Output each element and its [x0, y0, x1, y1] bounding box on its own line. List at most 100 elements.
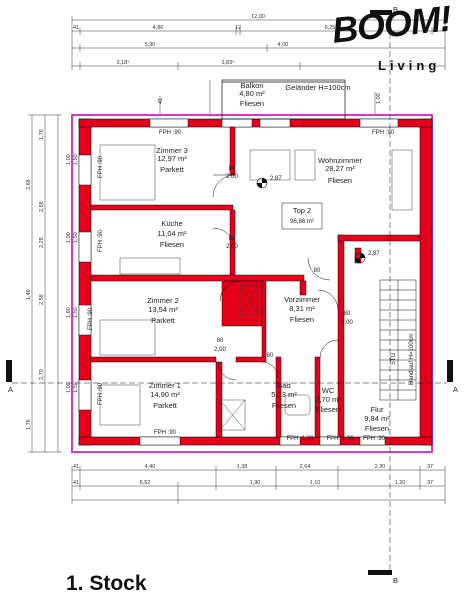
dim-left-6: 2,70 [39, 369, 45, 380]
dim-left-1: 2,68 [26, 179, 32, 190]
win-label-8: 1,50 [73, 382, 79, 393]
dim-bot-4: 2,64 [300, 464, 311, 470]
fph-1: FPH :90 [159, 130, 182, 136]
win-label-3: 1,00 [66, 232, 72, 243]
dim-bot-10: 1,10 [310, 480, 321, 486]
balcony [221, 79, 346, 120]
door-label-5a: 80 [344, 311, 351, 317]
wc-area: 2,70 m² [315, 395, 341, 404]
interior-walls [90, 126, 421, 438]
top-area: 96,86 m² [290, 219, 314, 225]
flur-name: Flur [371, 405, 384, 414]
dim-top-5: 5,90 [145, 42, 156, 48]
dim-bot-2: 4,40 [145, 464, 156, 470]
dim-bot-1: 41 [73, 464, 79, 470]
gelaender-label: Geländer H=100cm [285, 83, 350, 92]
fph-4: FPH :1,30 [286, 436, 314, 442]
dim-top-1: 41 [73, 25, 79, 31]
outer-walls [78, 118, 433, 446]
level-label-2: 2,87 [368, 251, 380, 257]
dim-top-6: 4,00 [278, 42, 289, 48]
dim-balk-2: 1,00 [376, 93, 382, 104]
dim-bot-7: 41 [73, 480, 79, 486]
bad-area: 5,13 m² [271, 390, 297, 399]
dim-top-2: 4,86 [153, 25, 164, 31]
wohnzimmer-floor: Fliesen [328, 176, 352, 185]
door-label-4a: 80 [267, 353, 274, 359]
dim-bot-5: 2,30 [375, 464, 386, 470]
win-label-5: 1,60 [66, 307, 72, 318]
stair-name: STG [391, 352, 397, 365]
door-label-2a: 80 [229, 236, 236, 242]
balkon-floor: Fliesen [240, 99, 264, 108]
balkon-name: Balkon [241, 81, 264, 90]
brand-name: BOOM! [330, 0, 453, 51]
top-box [281, 202, 323, 230]
dim-bot-12: 37 [427, 480, 433, 486]
bottom-dimensions [71, 466, 446, 504]
door-label-3a: 80 [217, 338, 224, 344]
dim-left-5: 2,58 [39, 294, 45, 305]
zimmer1-area: 14,90 m² [150, 390, 180, 399]
dim-top-8: 3,83⁵ [222, 59, 235, 66]
level-label-1: 2,87 [270, 176, 282, 182]
vorzimmer-floor: Fliesen [290, 315, 314, 324]
dim-top-3: 12 [235, 25, 241, 31]
wc-name: WC [322, 386, 335, 395]
balkon-area: 4,80 m² [239, 89, 265, 98]
top-name: Top 2 [293, 206, 311, 215]
dim-left-4: 2,28 [39, 237, 45, 248]
section-cut-b [368, 10, 392, 575]
section-cut-a [6, 360, 453, 384]
zimmer3-floor: Parkett [160, 165, 185, 174]
zimmer2-floor: Parkett [151, 316, 176, 325]
zimmer1-floor: Parkett [153, 401, 178, 410]
win-label-4: 1,50 [73, 232, 79, 243]
dim-left-7: 1,46 [26, 289, 32, 300]
win-label-6: 1,50 [73, 307, 79, 318]
door-swings [212, 174, 339, 381]
top-dimensions [71, 16, 446, 70]
bad-name: Bad [277, 381, 290, 390]
floor-title: 1. Stock [66, 572, 147, 595]
zimmer2-name: Zimmer 2 [147, 296, 179, 305]
win-label-2: 1,50 [73, 154, 79, 165]
dim-left-8: 1,76 [26, 419, 32, 430]
door-label-1b: 2,00 [226, 174, 238, 180]
vorzimmer-name: Vorzimmer [284, 295, 320, 304]
dim-top-7: 3,18⁵ [117, 59, 130, 66]
win-label-1: 1,00 [66, 154, 72, 165]
zimmer3-area: 12,97 m² [157, 154, 187, 163]
dim-balk-1: 41 [158, 98, 164, 104]
door-label-2b: 2,00 [226, 244, 238, 250]
windows [78, 118, 399, 446]
door-label-5b: 2,00 [341, 320, 353, 326]
brand-sub: Living [378, 58, 441, 73]
bad-floor: Fliesen [272, 401, 296, 410]
kueche-name: Küche [161, 219, 182, 228]
fph-6: FPH :90 [363, 436, 386, 442]
zimmer2-area: 13,54 m² [148, 305, 178, 314]
flur-area: 9,84 m² [364, 414, 390, 423]
kueche-floor: Fliesen [160, 240, 184, 249]
zimmer1-name: Zimmer 1 [149, 381, 181, 390]
dim-bot-3: 1,38 [237, 464, 248, 470]
level-marker-2 [354, 252, 366, 264]
fph-left-3: FPH :90 [88, 307, 94, 330]
fph-5: FPH :1,30 [326, 436, 354, 442]
stair-note: Handlauf H=100cm [409, 333, 415, 385]
fph-left-2: FPH :90 [98, 229, 104, 252]
dim-bot-6: 37 [427, 464, 433, 470]
dim-top-4: 6,25 [325, 25, 336, 31]
brand-logo: BOOM! Living [330, 0, 460, 80]
door-label-3b: 2,00 [214, 347, 226, 353]
win-label-7: 1,00 [66, 382, 72, 393]
staircase [379, 279, 417, 401]
balcony-dimensions [159, 80, 376, 114]
fph-left-4: FPH :90 [98, 382, 104, 405]
door-label-6a: 80 [314, 268, 321, 274]
door-label-1a: 80 [229, 166, 236, 172]
kueche-area: 11,04 m² [157, 229, 187, 238]
section-b-bottom: B [393, 576, 398, 585]
